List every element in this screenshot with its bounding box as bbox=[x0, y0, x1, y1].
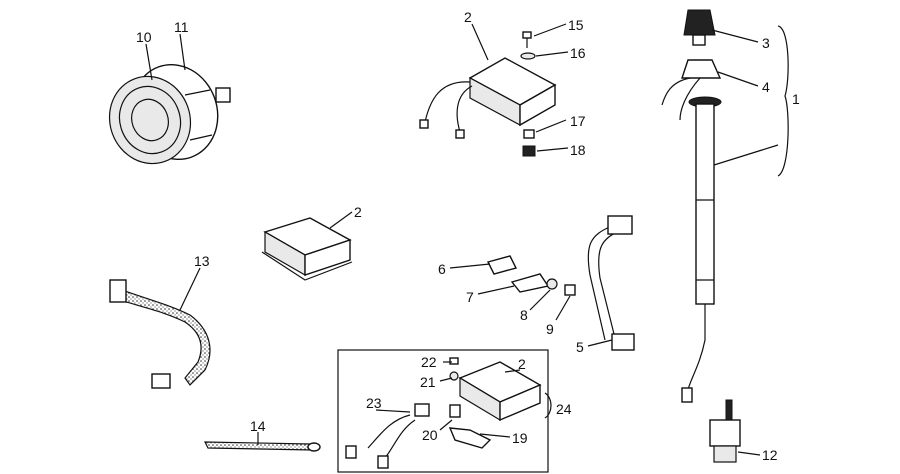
callout-20: 20 bbox=[422, 427, 438, 443]
callout-8: 8 bbox=[520, 307, 528, 323]
relay-box-middle-part bbox=[261, 217, 353, 281]
callout-2-kit: 2 bbox=[518, 356, 526, 372]
callout-17: 17 bbox=[570, 113, 586, 129]
callout-7: 7 bbox=[466, 289, 474, 305]
callout-21: 21 bbox=[420, 374, 436, 390]
callout-13: 13 bbox=[194, 253, 210, 269]
callout-15: 15 bbox=[568, 17, 584, 33]
callout-10: 10 bbox=[136, 29, 152, 45]
callout-2-top: 2 bbox=[464, 9, 472, 25]
callout-11: 11 bbox=[174, 19, 189, 35]
callout-1: 1 bbox=[792, 91, 800, 107]
antenna-assembly-part bbox=[661, 9, 722, 403]
bracket-part bbox=[587, 215, 635, 351]
callout-5: 5 bbox=[576, 339, 584, 355]
strip-part bbox=[204, 441, 321, 452]
callout-9: 9 bbox=[546, 321, 554, 337]
headlamp-part bbox=[108, 63, 231, 165]
callout-12: 12 bbox=[762, 447, 778, 463]
callout-3: 3 bbox=[762, 35, 770, 51]
wiring-hose-part bbox=[109, 279, 211, 389]
callout-2-middle: 2 bbox=[354, 204, 362, 220]
callout-18: 18 bbox=[570, 142, 586, 158]
kit-box-part bbox=[337, 349, 549, 473]
callout-4: 4 bbox=[762, 79, 770, 95]
toggle-switch-part bbox=[709, 399, 741, 463]
callout-6: 6 bbox=[438, 261, 446, 277]
clamp-set-part bbox=[486, 255, 576, 296]
fastener-stack-part bbox=[520, 31, 536, 157]
callout-22: 22 bbox=[421, 354, 437, 370]
callout-19: 19 bbox=[512, 430, 528, 446]
callout-23: 23 bbox=[366, 395, 382, 411]
callout-24: 24 bbox=[556, 401, 572, 417]
leader-lines bbox=[145, 23, 789, 456]
callout-14: 14 bbox=[250, 418, 266, 434]
callout-16: 16 bbox=[570, 45, 586, 61]
relay-box-top-part bbox=[419, 57, 557, 139]
